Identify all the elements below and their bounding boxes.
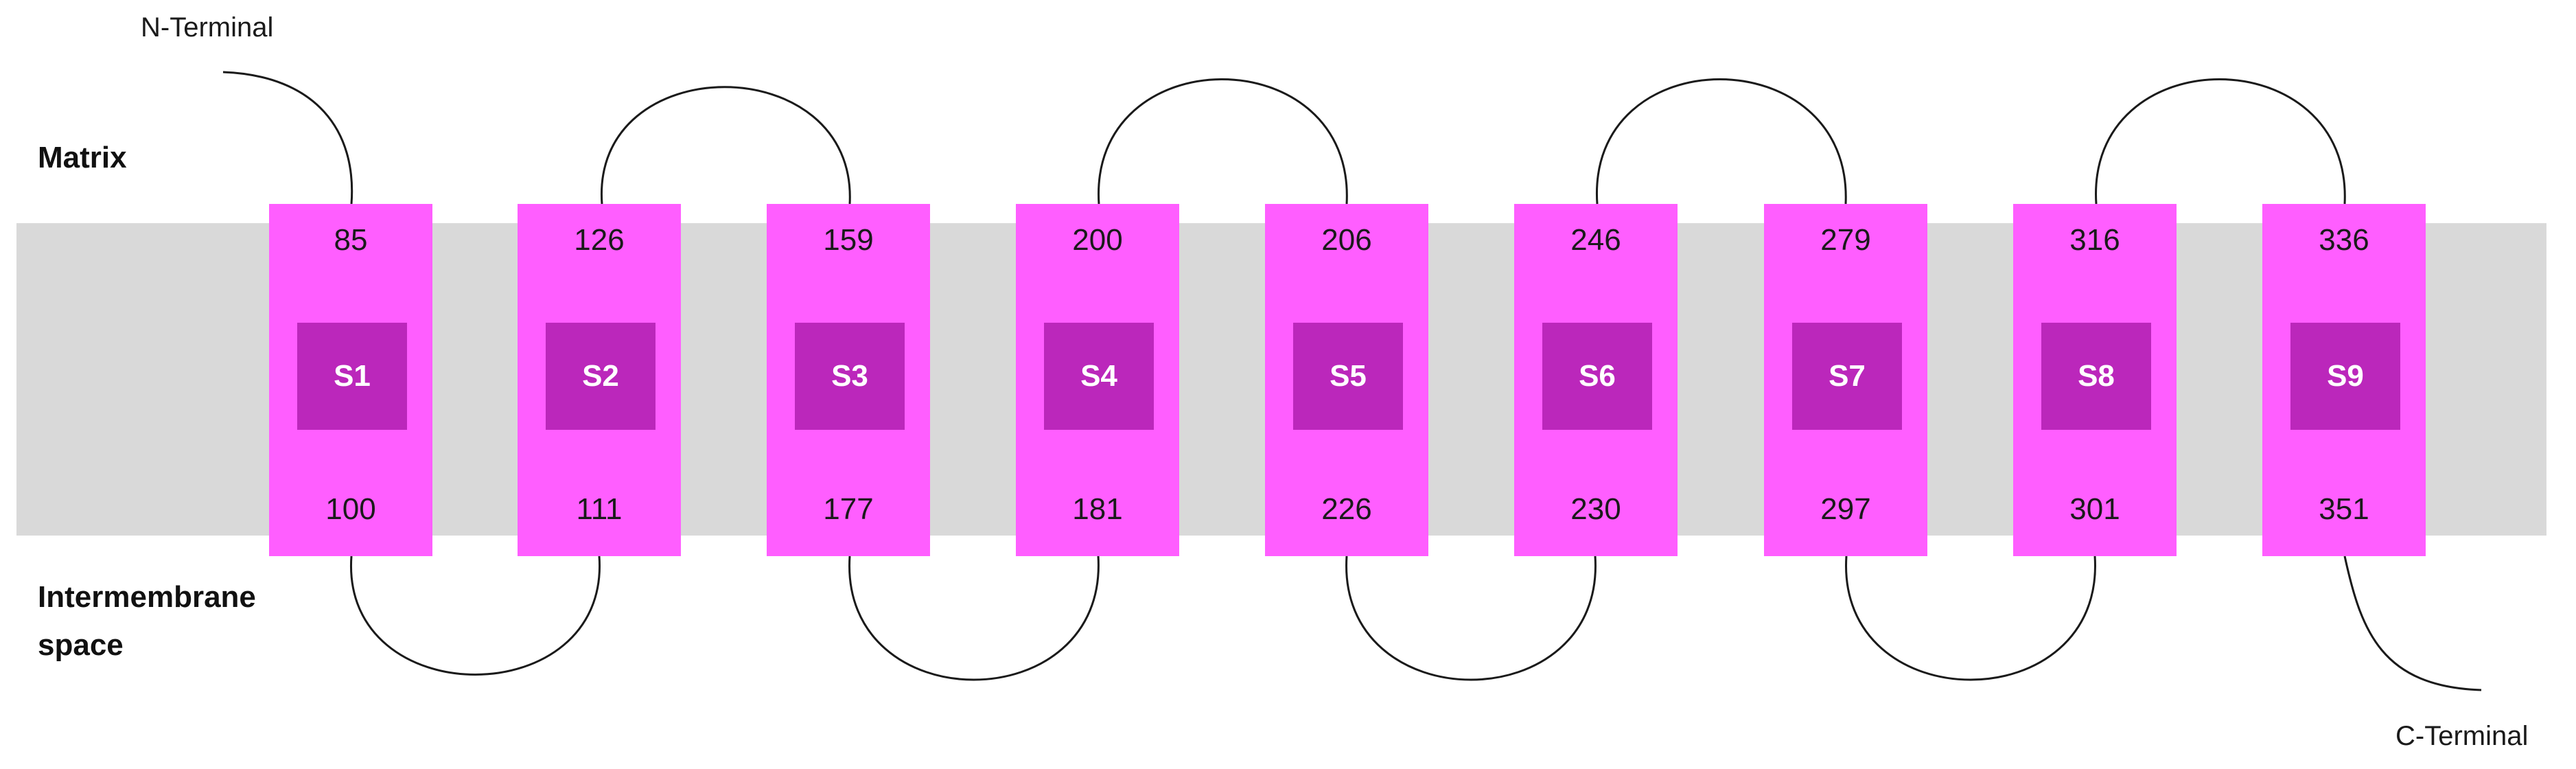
segment-top-residue: 159 (823, 223, 874, 257)
segment-s8: 316 S8 301 (2013, 204, 2177, 556)
segment-s4: 200 S4 181 (1016, 204, 1179, 556)
segment-label: S7 (1792, 323, 1902, 430)
matrix-loop-s8-s9 (2095, 78, 2346, 205)
intermembrane-label-line1: Intermembrane (38, 580, 256, 614)
ims-loop-s3-s4 (848, 555, 1100, 681)
segment-label: S5 (1293, 323, 1403, 430)
segment-s7: 279 S7 297 (1764, 204, 1927, 556)
segment-top-residue: 246 (1570, 223, 1621, 257)
segment-top-residue: 336 (2319, 223, 2369, 257)
n-terminal-label: N-Terminal (141, 12, 274, 43)
segment-top-residue: 279 (1820, 223, 1871, 257)
segment-s9: 336 S9 351 (2262, 204, 2426, 556)
matrix-loop-s2-s3 (601, 86, 851, 205)
segment-bottom-residue: 111 (576, 492, 623, 526)
segment-label: S4 (1044, 323, 1154, 430)
segment-bottom-residue: 181 (1072, 492, 1123, 526)
matrix-loop-s6-s7 (1596, 78, 1847, 205)
segment-label: S8 (2041, 323, 2151, 430)
segment-label: S2 (546, 323, 655, 430)
segment-s6: 246 S6 230 (1514, 204, 1678, 556)
segment-top-residue: 85 (334, 223, 368, 257)
segment-s3: 159 S3 177 (767, 204, 930, 556)
segment-bottom-residue: 230 (1570, 492, 1621, 526)
ims-loop-s1-s2 (350, 555, 601, 676)
segment-top-residue: 316 (2069, 223, 2120, 257)
segment-bottom-residue: 226 (1321, 492, 1372, 526)
ims-loop-s5-s6 (1345, 555, 1597, 681)
segment-bottom-residue: 100 (325, 492, 376, 526)
segment-label: S6 (1542, 323, 1652, 430)
segment-label: S3 (795, 323, 905, 430)
matrix-loop-s4-s5 (1098, 78, 1348, 205)
segment-s1: 85 S1 100 (269, 204, 432, 556)
segment-s2: 126 S2 111 (518, 204, 681, 556)
intermembrane-label: Intermembrane space (38, 573, 256, 669)
ims-loop-s7-s8 (1845, 555, 2096, 681)
segment-top-residue: 126 (574, 223, 625, 257)
n-terminal-tail (222, 71, 353, 205)
segment-bottom-residue: 177 (823, 492, 874, 526)
segment-bottom-residue: 297 (1820, 492, 1871, 526)
segment-top-residue: 200 (1072, 223, 1123, 257)
segment-bottom-residue: 301 (2069, 492, 2120, 526)
segment-label: S9 (2290, 323, 2400, 430)
matrix-label: Matrix (38, 141, 127, 174)
intermembrane-label-line2: space (38, 628, 124, 662)
segment-bottom-residue: 351 (2319, 492, 2369, 526)
segment-top-residue: 206 (1321, 223, 1372, 257)
segment-label: S1 (297, 323, 407, 430)
c-terminal-label: C-Terminal (2395, 721, 2529, 751)
segment-s5: 206 S5 226 (1265, 204, 1428, 556)
c-terminal-tail (2343, 555, 2482, 691)
